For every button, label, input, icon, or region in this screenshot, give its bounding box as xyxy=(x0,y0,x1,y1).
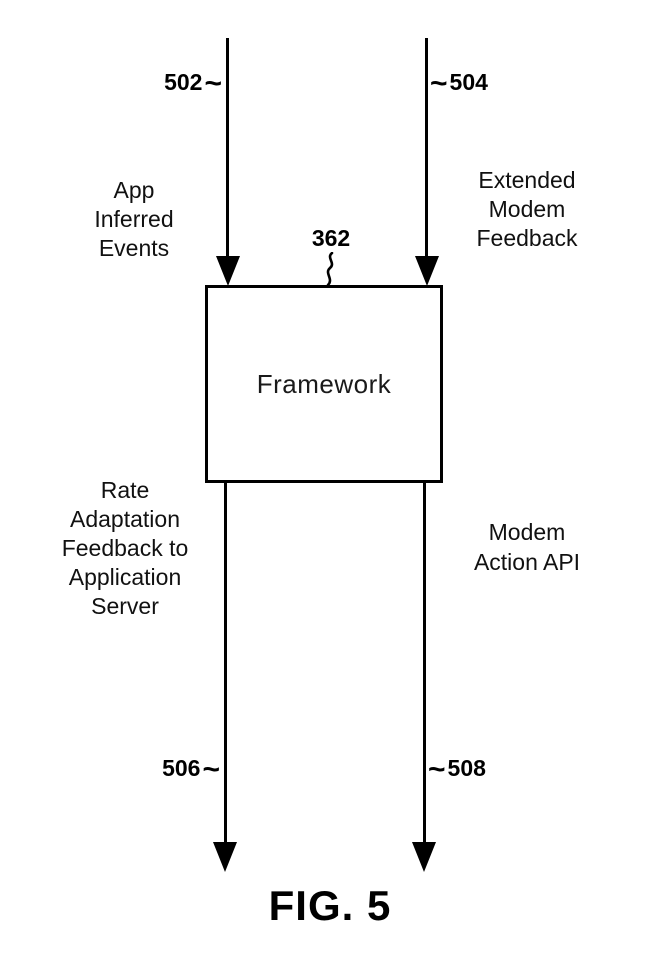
leader-tilde-icon: ~ xyxy=(202,753,220,786)
ref-label-362: 362 xyxy=(311,225,351,251)
leader-tilde-icon: ~ xyxy=(428,753,446,786)
arrow-506-head-icon xyxy=(213,842,237,872)
arrow-504-line xyxy=(425,38,428,260)
ref-label-502: 502 ~ xyxy=(94,67,224,100)
arrow-502-head-icon xyxy=(216,256,240,286)
figure-caption: FIG. 5 xyxy=(268,882,392,929)
arrow-502-line xyxy=(226,38,229,260)
leader-tilde-icon: ~ xyxy=(204,67,222,100)
ref-label-504: ~ 504 xyxy=(428,67,558,100)
arrow-508-line xyxy=(423,483,426,843)
framework-box: Framework xyxy=(205,285,443,483)
framework-box-label: Framework xyxy=(256,368,392,399)
ref-label-508: ~ 508 xyxy=(426,753,556,786)
arrow-508-head-icon xyxy=(412,842,436,872)
leader-squiggle-362-icon xyxy=(326,252,334,286)
ref-number-504: 504 xyxy=(449,69,488,95)
arrow-504-head-icon xyxy=(415,256,439,286)
ref-number-508: 508 xyxy=(447,755,486,781)
flow-label-modem-action-api: Modem Action API xyxy=(473,519,581,575)
leader-tilde-icon: ~ xyxy=(430,67,448,100)
ref-label-506: 506 ~ xyxy=(92,753,222,786)
flow-label-extended-modem-feedback: Extended Modem Feedback xyxy=(476,167,578,251)
flow-label-app-inferred-events: App Inferred Events xyxy=(94,177,174,261)
arrow-506-line xyxy=(224,483,227,843)
ref-number-502: 502 xyxy=(164,69,203,95)
flow-label-rate-adaptation-feedback: Rate Adaptation Feedback to Application … xyxy=(61,477,189,619)
ref-number-506: 506 xyxy=(162,755,201,781)
